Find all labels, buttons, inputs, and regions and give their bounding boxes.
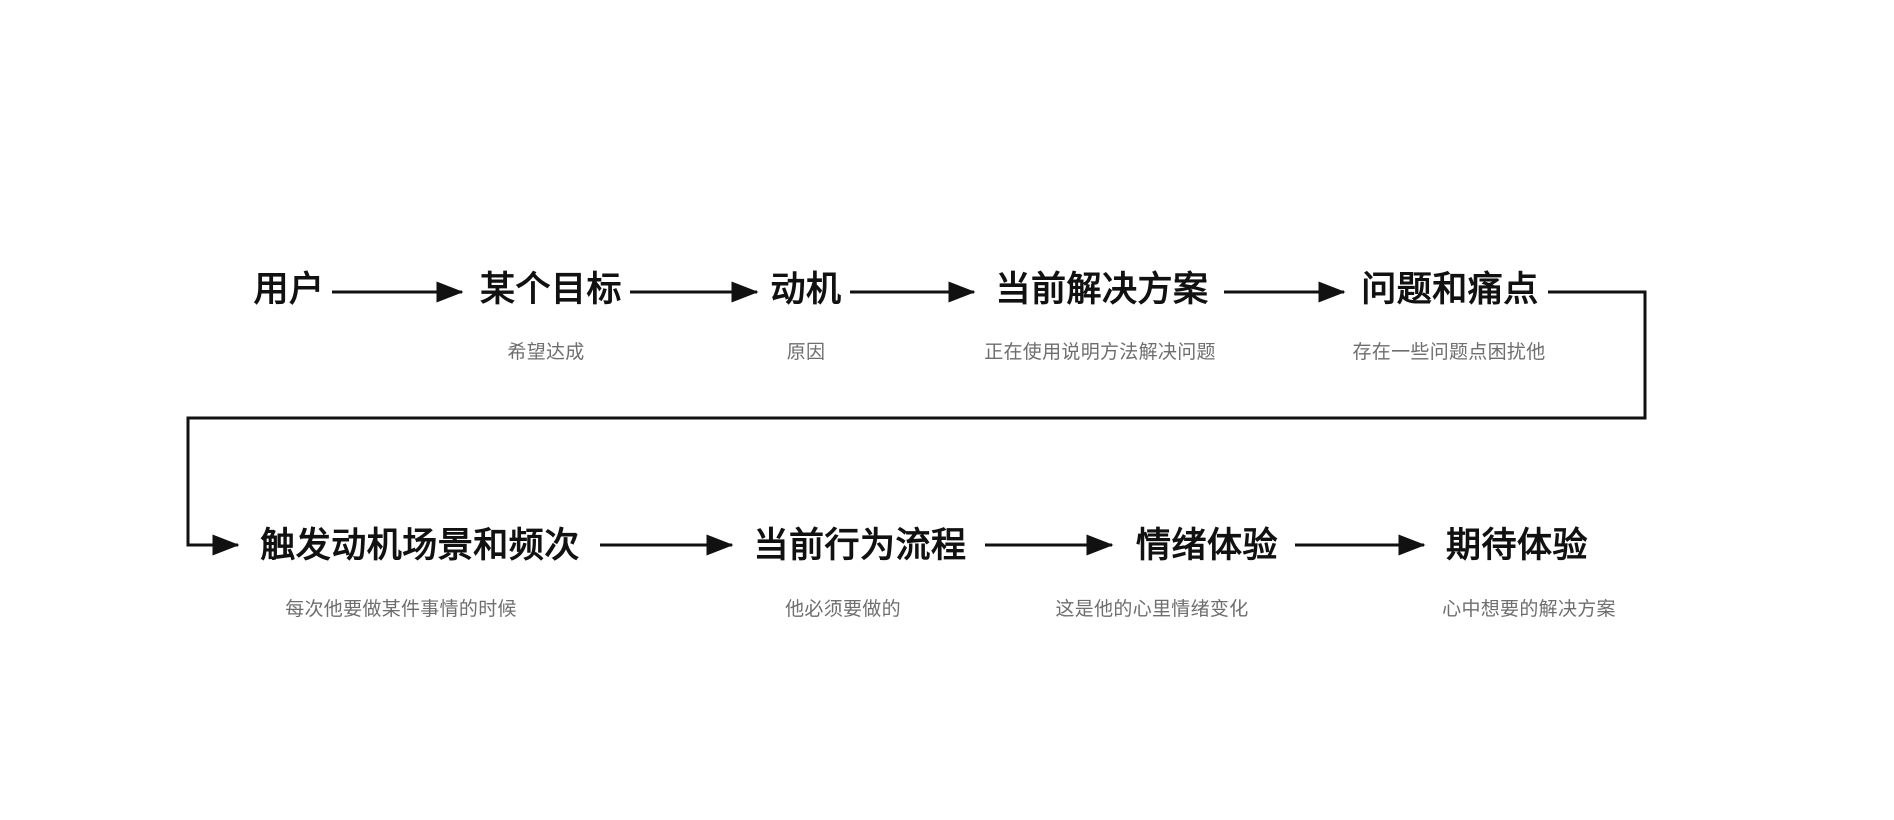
node-problems-pains-subtitle: 存在一些问题点困扰他 xyxy=(1352,342,1546,363)
node-goal-subtitle: 希望达成 xyxy=(507,342,585,363)
arrow-problems-to-trigger-wrap xyxy=(186,290,1647,556)
node-emotion-title: 情绪体验 xyxy=(1135,526,1279,565)
node-current-solution-title: 当前解决方案 xyxy=(995,270,1209,309)
node-motivation-title: 动机 xyxy=(770,270,842,309)
node-trigger-scene-subtitle: 每次他要做某件事情的时候 xyxy=(285,599,517,620)
node-expected-subtitle: 心中想要的解决方案 xyxy=(1442,599,1616,620)
node-expected-title: 期待体验 xyxy=(1445,526,1589,565)
node-problems-pains-title: 问题和痛点 xyxy=(1361,270,1539,309)
node-trigger-scene-title: 触发动机场景和频次 xyxy=(260,526,580,565)
node-user-title: 用户 xyxy=(253,270,325,309)
node-motivation-subtitle: 原因 xyxy=(786,342,826,363)
node-emotion-subtitle: 这是他的心里情绪变化 xyxy=(1055,599,1249,620)
node-current-behavior-subtitle: 他必须要做的 xyxy=(785,599,901,620)
node-current-solution-subtitle: 正在使用说明方法解决问题 xyxy=(984,342,1216,363)
node-current-behavior-title: 当前行为流程 xyxy=(753,526,967,565)
node-goal-title: 某个目标 xyxy=(479,270,623,309)
